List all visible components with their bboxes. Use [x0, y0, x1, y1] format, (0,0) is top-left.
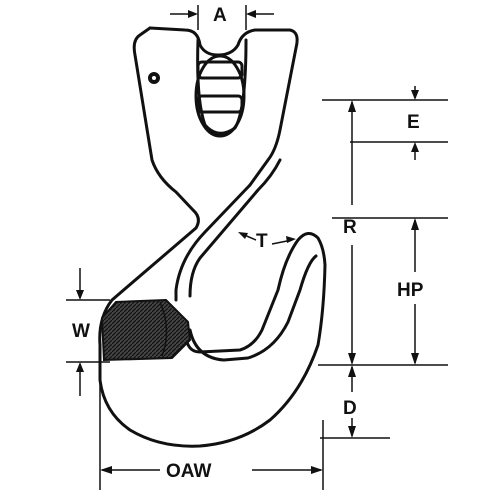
wear-section: [100, 298, 192, 362]
dimension-a: A: [170, 5, 274, 30]
dimension-r: R: [343, 100, 357, 365]
hook-inner-belly: [188, 254, 318, 362]
label-e: E: [407, 112, 420, 133]
dimension-oaw: OAW: [99, 380, 324, 490]
hook-outer-outline: [98, 26, 327, 448]
dimension-w: W: [66, 268, 110, 396]
dimension-d: D: [343, 365, 357, 438]
label-w: W: [72, 321, 90, 342]
label-a: A: [213, 5, 227, 26]
dimension-t: T: [238, 231, 296, 252]
dimension-e: E: [407, 86, 420, 160]
label-r: R: [343, 217, 357, 238]
dimension-hp: HP: [397, 218, 424, 365]
label-d: D: [343, 398, 357, 419]
clevis-outline: [148, 26, 299, 187]
label-t: T: [256, 231, 268, 252]
clevis-pin-band-top: [196, 60, 244, 80]
clevis-pin-band-bottom: [196, 94, 244, 114]
grab-hook: [98, 26, 327, 448]
hook-inner-throat: [174, 158, 282, 302]
clevis-pin-ring: [194, 54, 246, 138]
label-oaw: OAW: [166, 461, 211, 482]
label-hp: HP: [397, 280, 424, 301]
